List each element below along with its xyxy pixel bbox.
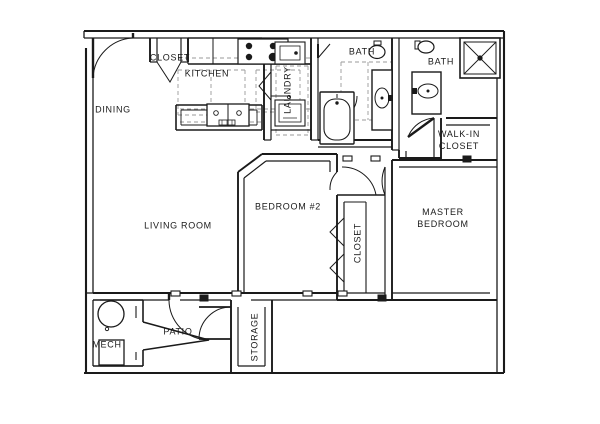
room-label-closet-kitchen: CLOSET — [149, 52, 191, 63]
master-bath-shower-icon — [459, 37, 501, 79]
kitchen-closet-bifold — [156, 61, 182, 83]
master-bath-toilet-icon — [414, 40, 435, 54]
bedroom-2-door — [329, 171, 338, 191]
room-label-patio: PATIO — [163, 326, 193, 337]
mech-room-door — [142, 321, 210, 351]
hall-bath-vanity-sink-icon — [371, 69, 393, 131]
room-label-bath-master: BATH — [427, 56, 455, 67]
entry-door-swing — [91, 33, 135, 79]
hall-bath-door — [317, 43, 331, 59]
laundry-washer-icon — [274, 41, 306, 65]
bathtub-icon — [319, 91, 355, 145]
master-bedroom-wall-jambs — [199, 155, 472, 302]
master-bath-vanity-sink-icon — [411, 71, 442, 115]
room-label-storage: STORAGE — [249, 312, 260, 362]
mech-water-heater-icon — [97, 300, 125, 328]
room-label-closet-bed2: CLOSET — [352, 222, 363, 264]
laundry-floor-drain-icon — [286, 95, 291, 100]
room-label-bedroom-2: BEDROOM #2 — [254, 201, 322, 212]
room-label-kitchen: KITCHEN — [184, 68, 230, 79]
door-swings — [91, 33, 435, 351]
room-label-laundry: LAUNDRY — [282, 66, 293, 114]
room-label-mech: MECH — [92, 339, 122, 350]
walk-in-closet-door — [407, 117, 435, 138]
master-bedroom-door — [341, 166, 386, 196]
interior-walls — [93, 37, 497, 375]
kitchen-double-sink-icon — [206, 103, 250, 127]
laundry-bifold-door — [258, 71, 272, 101]
mech-furnace-icon — [98, 339, 125, 366]
laundry-dryer-icon — [274, 99, 306, 127]
mech-floor-drain-icon — [104, 326, 110, 332]
exterior-walls — [83, 29, 506, 375]
room-label-living-room: LIVING ROOM — [144, 220, 212, 231]
bedroom-2-closet-bifold — [329, 217, 345, 283]
room-label-dining: DINING — [95, 104, 131, 115]
hall-bath-toilet-icon — [368, 40, 386, 60]
window-markers — [170, 155, 381, 297]
storage-door — [198, 306, 232, 340]
room-label-bath-hall: BATH — [348, 46, 376, 57]
